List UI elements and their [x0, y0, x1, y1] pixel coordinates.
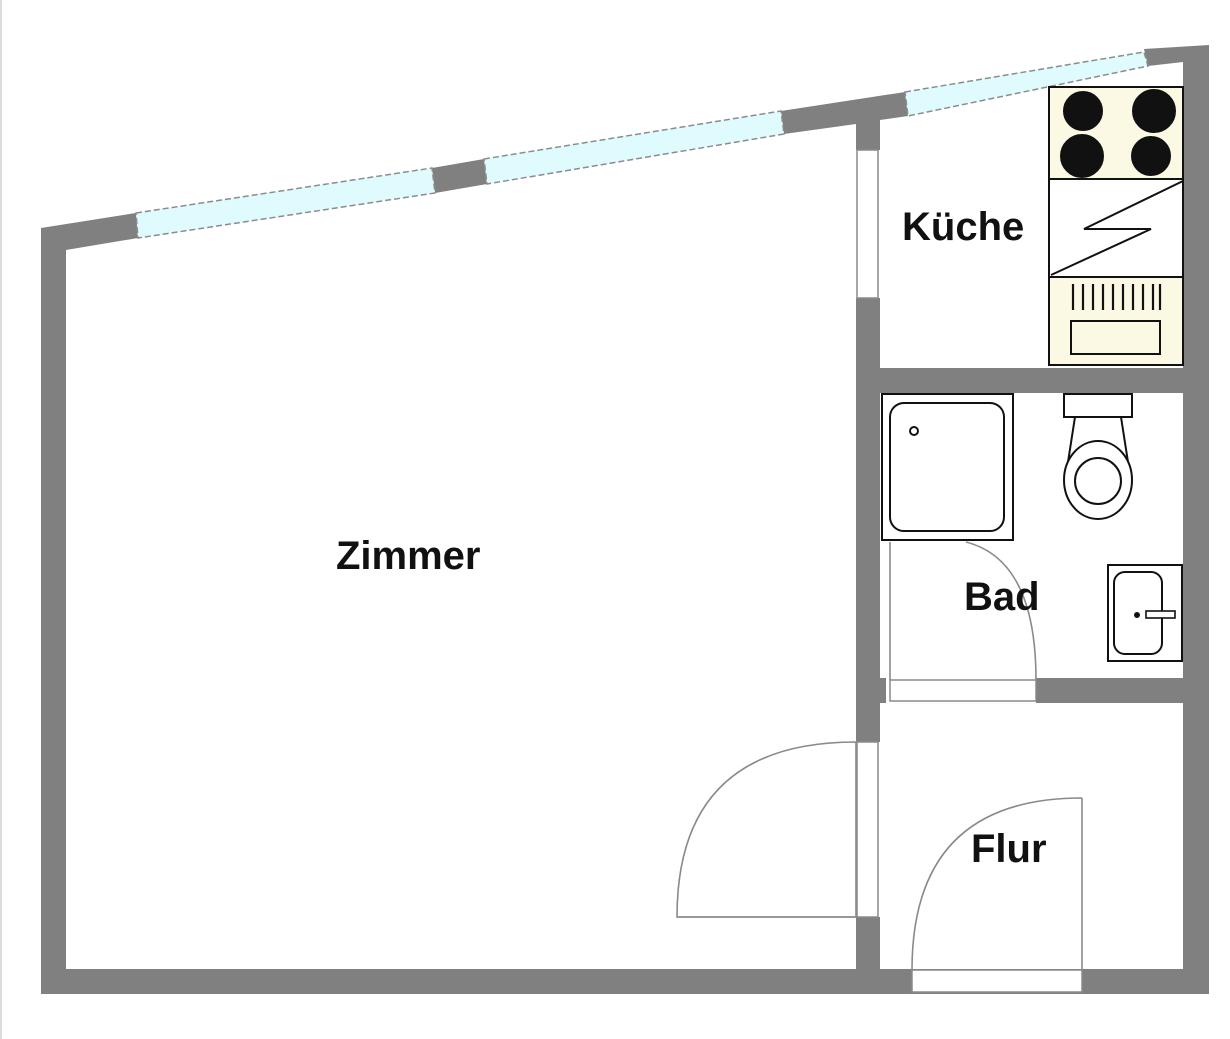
image-border	[0, 0, 2, 1039]
window-1	[135, 167, 436, 239]
door-zimmer	[676, 741, 857, 918]
opening-room-door	[856, 741, 879, 918]
kitchen-fixtures	[1048, 86, 1184, 366]
wall-openings	[856, 149, 1083, 993]
burner-2	[1132, 89, 1176, 133]
faucet	[1145, 610, 1176, 619]
toilet-tank	[1063, 393, 1133, 418]
room-label-kueche: Küche	[902, 205, 1025, 249]
fridge-zigzag	[1050, 180, 1184, 276]
wall-kitchen-bath	[856, 368, 1209, 393]
toilet-seat	[1074, 457, 1122, 505]
shower-basin	[889, 402, 1005, 532]
opening-bath-door	[889, 679, 1037, 702]
interior-walls	[856, 120, 1209, 994]
burner-4	[1131, 136, 1171, 176]
sink-basin	[1070, 320, 1161, 355]
room-label-flur: Flur	[971, 827, 1047, 871]
window-3	[904, 51, 1149, 117]
wall-right	[1183, 50, 1209, 994]
wall-bath-hall-left	[856, 678, 886, 703]
windows	[135, 51, 1149, 239]
wall-top-pillar-2	[781, 92, 908, 134]
burner-1	[1063, 91, 1103, 131]
wall-vertical-top	[856, 120, 880, 150]
wall-top-pillar-1	[432, 159, 487, 193]
door-bad	[889, 541, 1037, 681]
doors	[676, 541, 1083, 971]
room-label-zimmer: Zimmer	[336, 534, 481, 578]
room-label-bad: Bad	[964, 575, 1040, 619]
opening-entrance-door	[911, 969, 1083, 993]
wall-top-corner-right	[1144, 45, 1209, 70]
window-2	[483, 110, 785, 185]
door-flur	[911, 797, 1083, 971]
opening-kitchen	[856, 149, 879, 299]
bathroom-fixtures	[881, 393, 1183, 662]
burner-3	[1060, 134, 1104, 178]
wall-top-corner-left	[41, 213, 138, 253]
shower-drain	[909, 426, 919, 436]
wall-vertical-mid	[856, 298, 880, 742]
wall-bath-hall-right	[1036, 678, 1209, 703]
wall-vertical-bottom	[856, 917, 880, 994]
wall-left	[41, 228, 66, 994]
